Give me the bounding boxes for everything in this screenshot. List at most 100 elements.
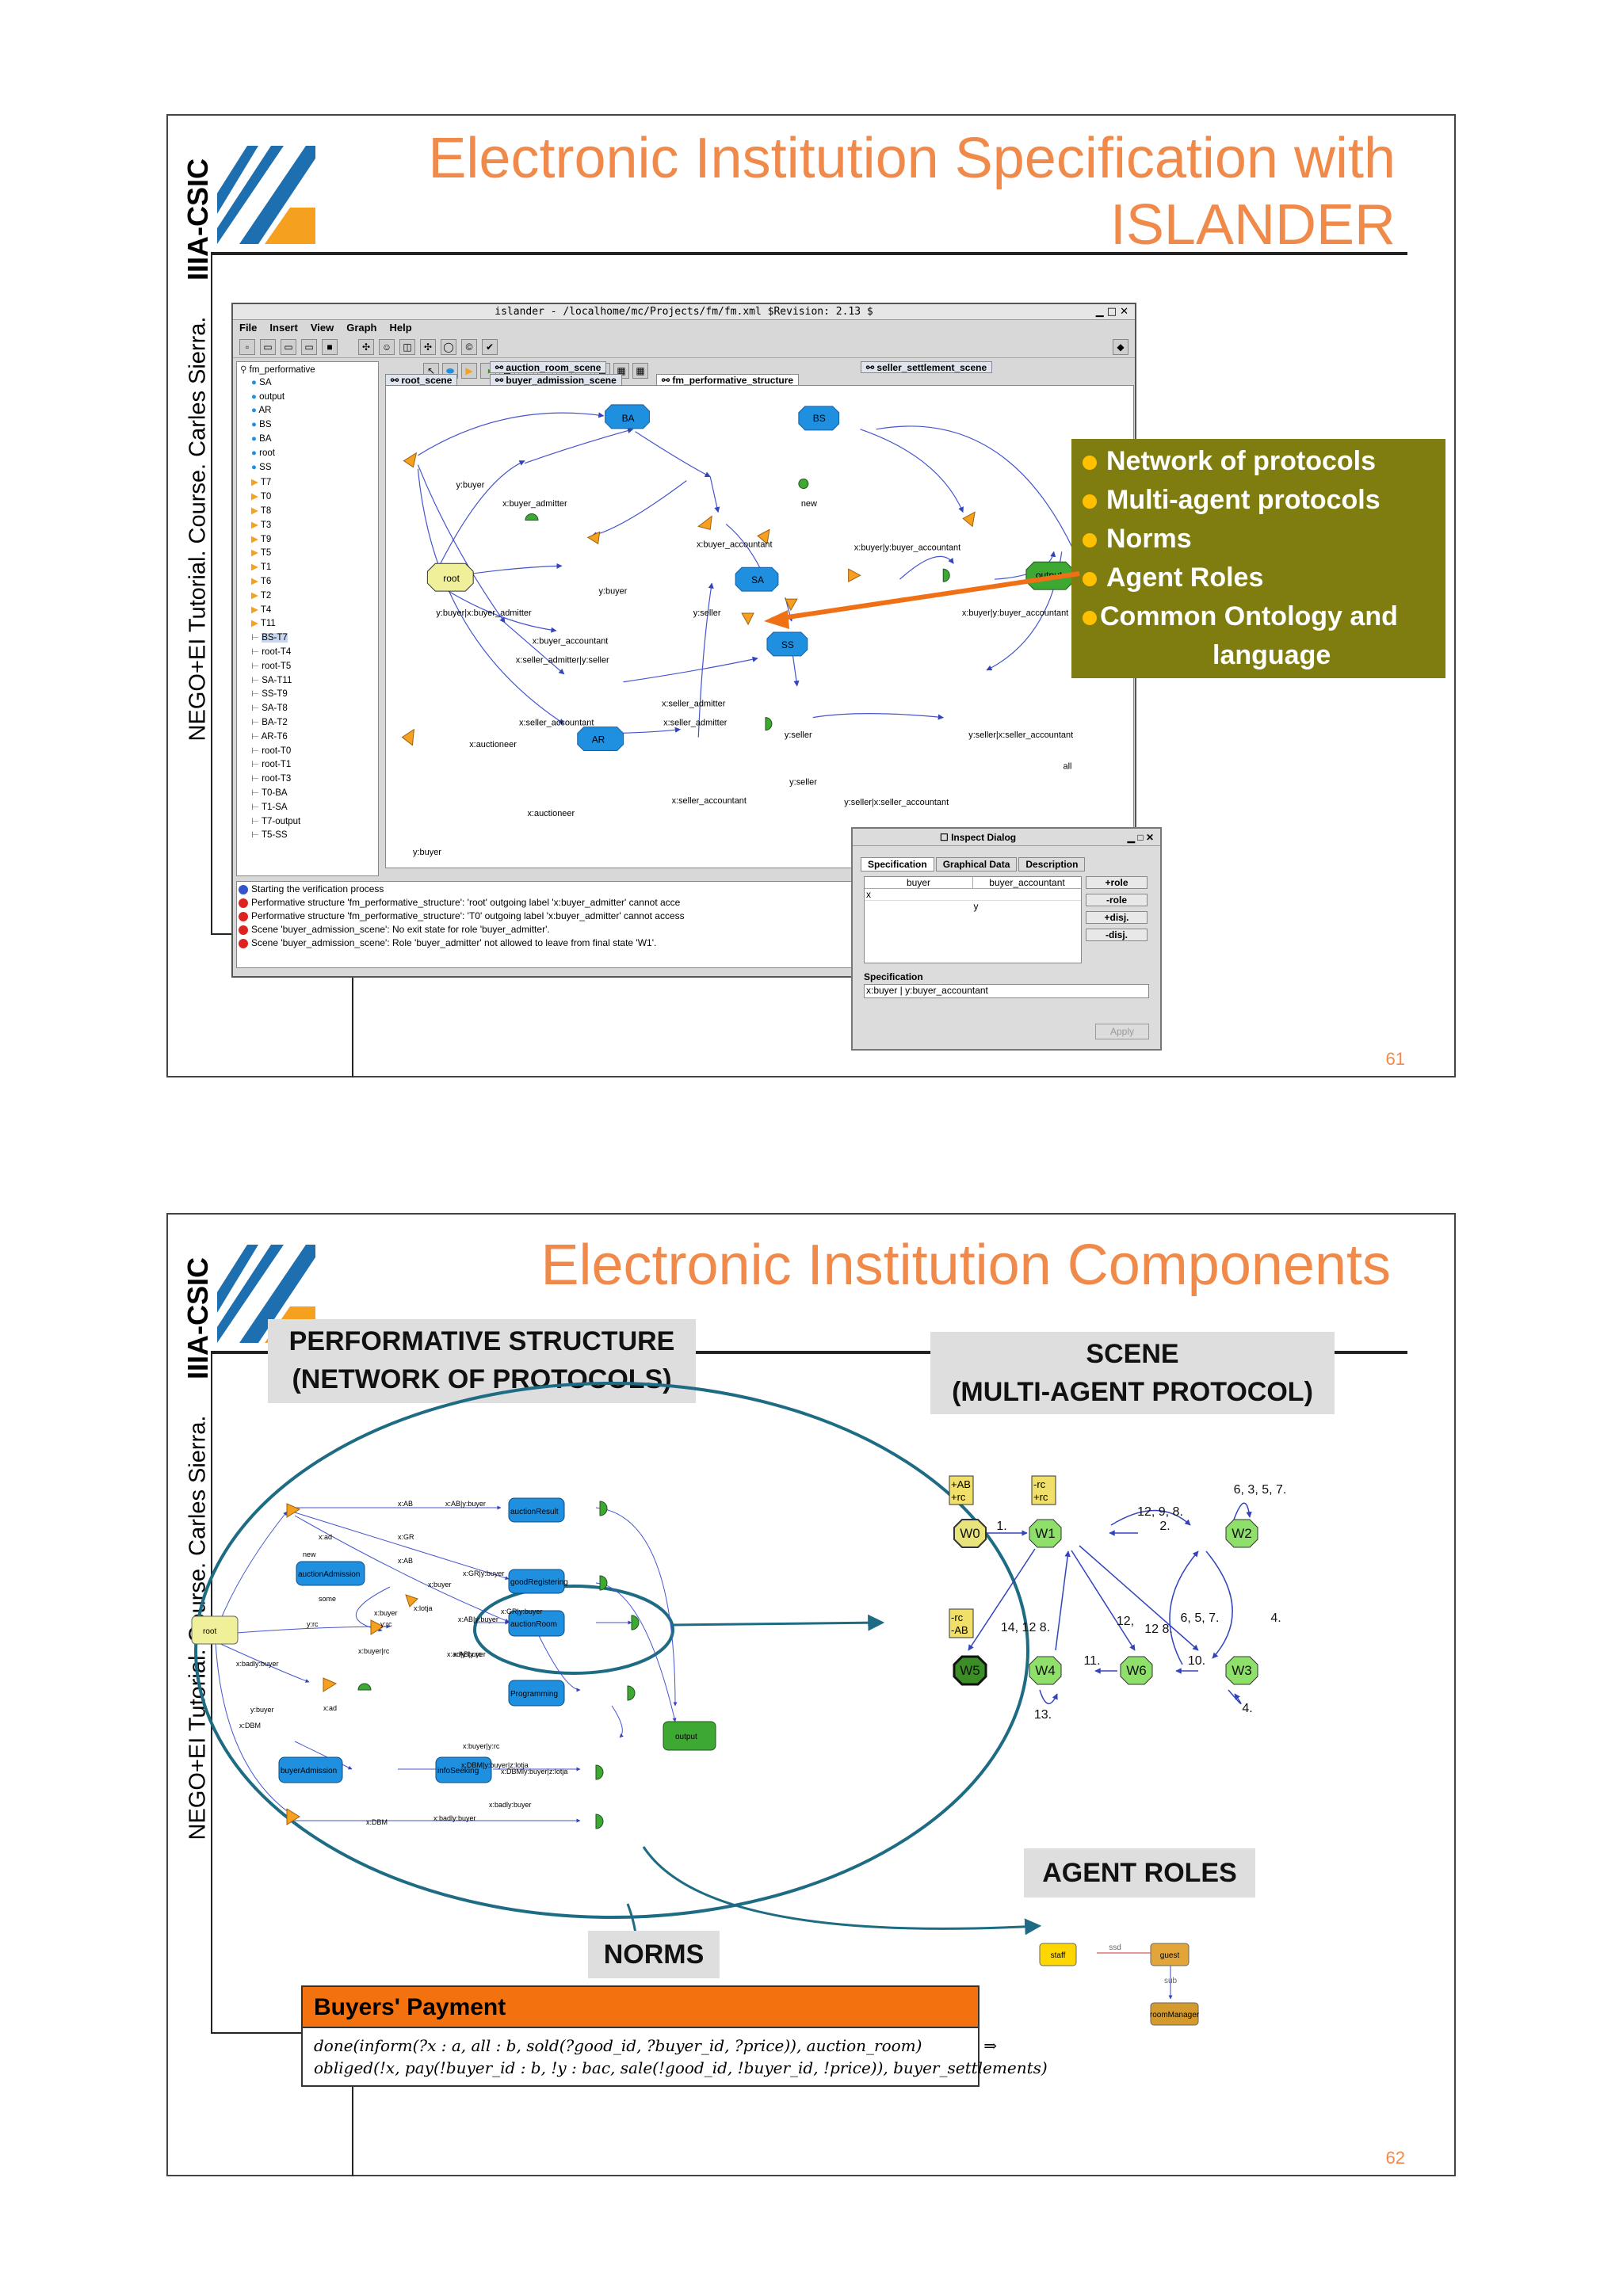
scene-state — [1225, 1656, 1258, 1685]
remove-disj-button[interactable]: -disj. — [1086, 929, 1148, 941]
structure-tree[interactable]: ⚲ fm_performative ● SA ● output ● AR ● BS ● B… — [236, 361, 379, 876]
tree-item[interactable]: ⊢ SS-T9 — [251, 689, 288, 700]
tree-node-icon: ⊢ — [251, 830, 262, 841]
tree-item[interactable]: ▶ T6 — [251, 576, 272, 586]
tree-item[interactable]: ● AR — [251, 406, 272, 416]
window-controls-icon[interactable]: ▁ □ ✕ — [1095, 306, 1128, 318]
tab-graphical-data[interactable]: Graphical Data — [935, 857, 1018, 871]
copyright-icon[interactable]: © — [461, 339, 477, 355]
ps-edge-label: x:DBM|y:buyer|z:lotja — [461, 1761, 529, 1769]
tree-node-icon: ⊢ — [251, 717, 262, 727]
run-icon[interactable]: ◆ — [1113, 339, 1128, 355]
add-disj-button[interactable]: +disj. — [1086, 911, 1148, 924]
tree-node-icon: ⊢ — [251, 704, 262, 714]
menu-insert[interactable]: Insert — [269, 322, 298, 334]
comment-icon[interactable]: ◯ — [441, 339, 456, 355]
table-row[interactable]: y — [973, 901, 979, 912]
components-diagram: auctionResult auctionAdmission goodRegis… — [191, 1382, 1286, 2026]
tree-item[interactable]: ● root — [251, 448, 275, 458]
scene-icon[interactable]: ✣ — [420, 339, 436, 355]
col-buyer-accountant: buyer_accountant — [989, 877, 1065, 888]
tree-item[interactable]: ▶ T8 — [251, 505, 272, 516]
new-file-icon[interactable]: ▫ — [239, 339, 255, 355]
tree-item[interactable]: ⊢ root-T5 — [251, 661, 292, 671]
node-BS — [798, 406, 840, 431]
ps-edge-label: x:GR|y:buyer — [501, 1608, 542, 1615]
features-overlay: Network of protocols Multi-agent protoco… — [1071, 439, 1445, 678]
ps-edge-label: x:DBMly:buyer|z:lotja — [501, 1768, 567, 1775]
apply-button[interactable]: Apply — [1094, 1024, 1149, 1039]
tree-item[interactable]: ⊢ T7-output — [251, 816, 301, 826]
tree-item[interactable]: ▶ T1 — [251, 563, 272, 573]
tree-item[interactable]: ⊢ T5-SS — [251, 830, 288, 841]
people-icon[interactable]: ☺ — [379, 339, 395, 355]
open-file-icon[interactable]: ▭ — [260, 339, 276, 355]
tree-item[interactable]: ▶ T11 — [251, 619, 276, 629]
tree-item[interactable]: ⊢ root-T1 — [251, 760, 292, 770]
tree-item[interactable]: ● SS — [251, 462, 272, 472]
dialog-controls-icon[interactable]: ▁ □ ✕ — [1127, 832, 1154, 843]
remove-role-button[interactable]: -role — [1086, 894, 1148, 906]
edge-label: y:seller — [785, 730, 812, 740]
tree-item[interactable]: ⊢ root-T3 — [251, 774, 292, 784]
overlay-item: language — [1212, 640, 1331, 670]
menu-view[interactable]: View — [310, 322, 334, 334]
layout-icon[interactable]: ▦ — [632, 363, 648, 379]
performative-ellipse — [194, 1382, 1029, 1919]
edge-label: y:buyer — [598, 587, 627, 597]
tree-item[interactable]: ⚲ fm_performative — [240, 365, 315, 375]
error-icon — [239, 898, 248, 908]
save-icon[interactable]: ■ — [322, 339, 338, 355]
tree-item[interactable]: ⊢ root-T0 — [251, 746, 292, 756]
tree-item[interactable]: ▶ T0 — [251, 492, 272, 502]
edge-label: x:buyer_admitter — [502, 499, 567, 509]
ps-edge-label: x:GR — [398, 1533, 414, 1541]
folder-icon[interactable]: ▭ — [301, 339, 317, 355]
transition-icon[interactable]: ▶ — [461, 363, 477, 379]
add-role-button[interactable]: +role — [1086, 876, 1148, 889]
svg-text:guest: guest — [1160, 1951, 1180, 1960]
tree-item[interactable]: ● SA — [251, 377, 272, 387]
svg-text:W2: W2 — [1232, 1526, 1252, 1541]
open-recent-icon[interactable]: ▭ — [281, 339, 296, 355]
tree-item[interactable]: ▶ T3 — [251, 520, 272, 530]
tab-seller-settlement-scene[interactable]: ⚯ seller_settlement_scene — [861, 361, 993, 373]
table-row[interactable]: x — [865, 889, 1081, 901]
tree-item[interactable]: ▶ T4 — [251, 605, 272, 615]
tree-item[interactable]: ● BS — [251, 420, 272, 430]
tree-item[interactable]: ▶ T2 — [251, 590, 272, 601]
tree-item[interactable]: ● BA — [251, 433, 272, 444]
tree-item[interactable]: ⊢ SA-T11 — [251, 675, 292, 685]
tree-item[interactable]: ⊢ root-T4 — [251, 646, 292, 657]
edge-label: y:buyer — [456, 480, 484, 490]
tree-item[interactable]: ▶ T7 — [251, 478, 272, 488]
tree-node-icon: ⊢ — [251, 788, 262, 798]
edge-label: x:auctioneer — [469, 740, 517, 749]
tree-item[interactable]: ⊢ BA-T2 — [251, 717, 288, 727]
menu-file[interactable]: File — [239, 322, 258, 334]
tree-item[interactable]: ⊢ BS-T7 — [251, 633, 288, 643]
tree-item[interactable]: ⊢ AR-T6 — [251, 731, 288, 742]
menu-graph[interactable]: Graph — [346, 322, 377, 334]
bullet-icon — [1083, 494, 1097, 509]
tree-item[interactable]: ⊢ T0-BA — [251, 788, 288, 798]
tree-item[interactable]: ● output — [251, 391, 285, 402]
svg-text:W0: W0 — [960, 1526, 980, 1541]
error-icon — [239, 911, 248, 921]
spec-field[interactable]: x:buyer | y:buyer_accountant — [864, 984, 1149, 998]
tab-auction-room-scene[interactable]: ⚯ auction_room_scene — [490, 361, 607, 373]
tree-item[interactable]: ▶ T5 — [251, 548, 272, 559]
menu-help[interactable]: Help — [389, 322, 412, 334]
tree-item[interactable]: ⊢ SA-T8 — [251, 704, 288, 714]
tab-description[interactable]: Description — [1018, 857, 1086, 871]
svg-text:SS: SS — [781, 639, 794, 650]
tree-item[interactable]: ▶ T9 — [251, 534, 272, 544]
tab-specification[interactable]: Specification — [861, 857, 934, 871]
ontology-icon[interactable]: ◫ — [399, 339, 415, 355]
ps-edge-label: x:badly:buyer — [489, 1801, 532, 1809]
verify-icon[interactable]: ✔ — [482, 339, 498, 355]
graph-tool-icon[interactable]: ✣ — [358, 339, 374, 355]
role-table[interactable]: buyer buyer_accountant x y — [864, 876, 1082, 963]
tree-item[interactable]: ⊢ T1-SA — [251, 802, 288, 812]
